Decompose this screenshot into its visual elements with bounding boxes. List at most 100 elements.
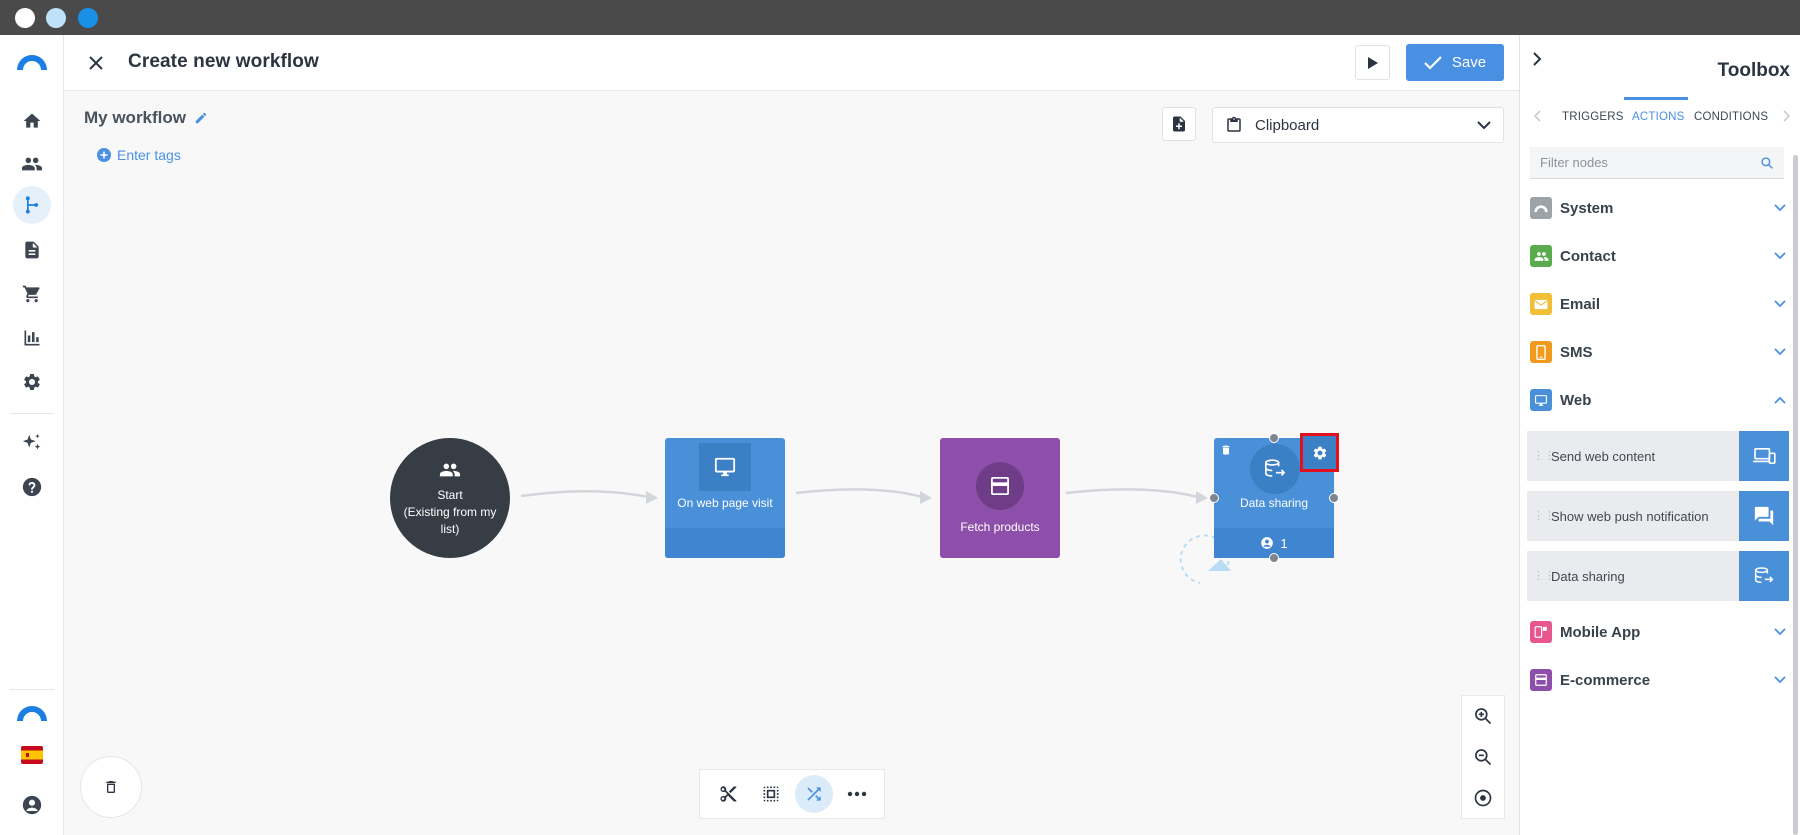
window-maximize-dot[interactable] — [78, 8, 98, 28]
node-web-icon-box — [699, 443, 751, 491]
loop-arrowhead — [1208, 559, 1231, 571]
brand-logo-small[interactable] — [14, 702, 50, 722]
filter-nodes-field[interactable] — [1530, 147, 1784, 179]
enter-tags-link[interactable]: Enter tags — [97, 147, 181, 163]
close-button[interactable] — [84, 51, 108, 75]
toolbox-scrollbar[interactable] — [1793, 155, 1798, 835]
run-test-button[interactable] — [1355, 45, 1390, 80]
chevron-down-icon — [1774, 300, 1786, 308]
cart-icon — [22, 285, 40, 303]
credit-card-icon — [991, 477, 1009, 495]
spain-flag-icon — [21, 746, 43, 764]
chevron-down-icon — [1774, 204, 1786, 212]
nav-documents[interactable] — [13, 231, 51, 269]
category-email[interactable]: Email — [1530, 289, 1786, 319]
category-contact[interactable]: Contact — [1530, 241, 1786, 271]
note-add-icon — [1173, 116, 1185, 132]
drag-handle-icon[interactable]: ⋮⋮ — [1533, 570, 1555, 582]
nav-reports[interactable] — [13, 319, 51, 357]
tab-actions[interactable]: ACTIONS — [1632, 111, 1685, 123]
clipboard-dropdown[interactable]: Clipboard — [1212, 107, 1504, 143]
document-icon — [25, 241, 39, 259]
web-item-show-web-push[interactable]: ⋮⋮ Show web push notification — [1527, 491, 1789, 541]
node-fetch-label: Fetch products — [960, 520, 1040, 534]
nav-ecommerce[interactable] — [13, 275, 51, 313]
node-start[interactable]: Start (Existing from my list) — [390, 438, 510, 558]
contact-icon — [1530, 245, 1552, 267]
zoom-in-button[interactable] — [1473, 706, 1493, 726]
cut-button[interactable] — [709, 775, 747, 813]
web-item-send-web-content[interactable]: ⋮⋮ Send web content — [1527, 431, 1789, 481]
sparkle-icon — [22, 433, 41, 450]
tab-triggers[interactable]: TRIGGERS — [1562, 111, 1624, 123]
save-button[interactable]: Save — [1406, 44, 1504, 81]
people-icon — [439, 463, 461, 476]
clipboard-label: Clipboard — [1255, 116, 1320, 134]
workflow-name[interactable]: My workflow — [84, 108, 208, 128]
toolbox-collapse-button[interactable] — [1532, 51, 1542, 72]
nav-divider-bottom — [10, 689, 54, 690]
category-sms[interactable]: SMS — [1530, 337, 1786, 367]
node-ds-icon-circle — [1250, 444, 1300, 494]
delete-node-icon[interactable] — [1220, 443, 1232, 457]
workflow-canvas[interactable]: My workflow Enter tags Clipboard Start (… — [64, 91, 1519, 835]
category-web-label: Web — [1560, 391, 1592, 409]
nav-workflows[interactable] — [13, 186, 51, 224]
category-system[interactable]: System — [1530, 193, 1786, 223]
web-item-label: Show web push notification — [1551, 508, 1709, 524]
category-system-label: System — [1560, 199, 1614, 217]
node-ds-contact-count: 1 — [1280, 535, 1288, 551]
nav-help[interactable] — [13, 468, 51, 506]
nav-home[interactable] — [13, 102, 51, 140]
zoom-out-button[interactable] — [1473, 747, 1493, 767]
category-web[interactable]: Web — [1530, 385, 1786, 415]
node-handle-right[interactable] — [1329, 493, 1339, 503]
node-handle-left[interactable] — [1209, 493, 1219, 503]
category-email-label: Email — [1560, 295, 1601, 313]
select-area-button[interactable] — [752, 775, 790, 813]
tab-conditions[interactable]: CONDITIONS — [1694, 111, 1769, 123]
tab-scroll-left-icon[interactable] — [1534, 110, 1542, 122]
more-options-button[interactable] — [838, 775, 876, 813]
toolbox-panel: Toolbox TRIGGERS ACTIONS CONDITIONS Syst… — [1519, 35, 1800, 835]
auto-route-button[interactable] — [794, 775, 833, 813]
nav-divider — [10, 413, 54, 414]
tab-scroll-right-icon[interactable] — [1782, 110, 1790, 122]
connector-start-to-web — [520, 490, 649, 499]
chevron-down-icon — [1477, 120, 1491, 129]
filter-nodes-input[interactable] — [1540, 155, 1760, 170]
workflow-icon — [25, 196, 39, 214]
window-minimize-dot[interactable] — [46, 8, 66, 28]
node-fetch-products[interactable]: Fetch products — [940, 438, 1060, 558]
nav-language[interactable] — [13, 736, 51, 774]
nav-ai[interactable] — [13, 424, 51, 462]
node-web-page-visit[interactable]: On web page visit — [665, 438, 785, 558]
recenter-button[interactable] — [1473, 788, 1493, 808]
window-close-dot[interactable] — [15, 8, 35, 28]
nav-settings[interactable] — [13, 363, 51, 401]
category-ecommerce[interactable]: E-commerce — [1530, 665, 1786, 695]
email-icon — [1530, 293, 1552, 315]
drag-handle-icon[interactable]: ⋮⋮ — [1533, 510, 1555, 522]
brand-logo[interactable] — [14, 51, 50, 71]
node-data-sharing[interactable]: Data sharing 1 — [1209, 433, 1339, 563]
node-handle-bottom[interactable] — [1269, 553, 1279, 563]
nav-account[interactable] — [13, 786, 51, 824]
category-mobile-app[interactable]: Mobile App — [1530, 617, 1786, 647]
delete-drop-zone[interactable] — [80, 756, 142, 818]
web-icon — [1530, 389, 1552, 411]
window-titlebar — [0, 0, 1800, 35]
node-handle-top[interactable] — [1269, 433, 1279, 443]
node-settings-button[interactable] — [1300, 433, 1339, 472]
web-item-data-sharing[interactable]: ⋮⋮ Data sharing — [1527, 551, 1789, 601]
toolbox-tabs: TRIGGERS ACTIONS CONDITIONS — [1520, 97, 1800, 137]
gear-icon — [1313, 446, 1326, 459]
drag-handle-icon[interactable]: ⋮⋮ — [1533, 450, 1555, 462]
add-circle-icon — [97, 148, 111, 162]
paste-from-clipboard-button[interactable] — [1162, 107, 1196, 141]
category-mobile-app-label: Mobile App — [1560, 623, 1641, 641]
category-ecommerce-label: E-commerce — [1560, 671, 1651, 689]
trash-icon — [106, 781, 116, 793]
nav-contacts[interactable] — [13, 145, 51, 183]
edit-pencil-icon[interactable] — [194, 111, 208, 125]
